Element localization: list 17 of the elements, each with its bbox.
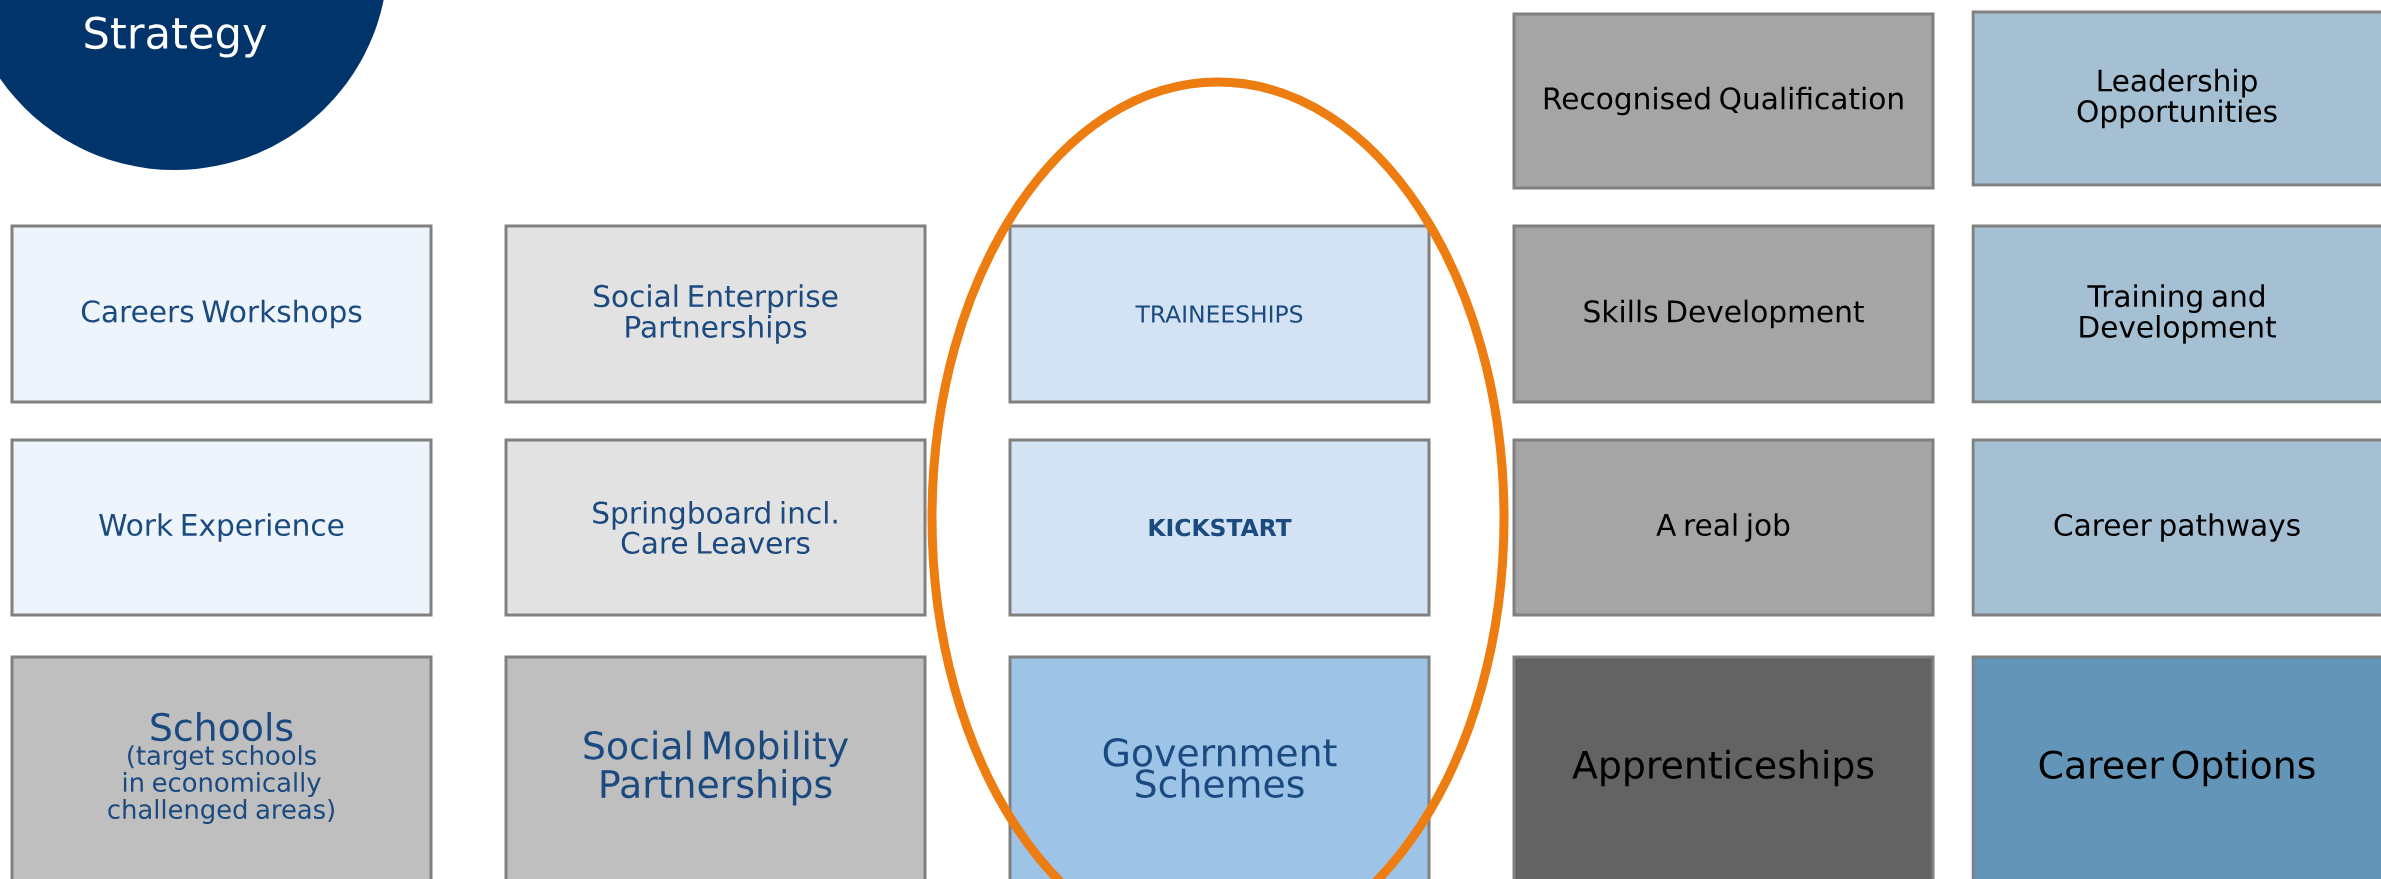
item-box: Skills Development (1512, 224, 1935, 404)
category-box: Career Options (1971, 655, 2381, 879)
category-box: Apprenticeships (1512, 655, 1935, 879)
item-box: Career pathways (1971, 438, 2381, 617)
item-box: Training and Development (1971, 224, 2381, 404)
item-box: Springboard incl. Care Leavers (504, 438, 927, 617)
item-box: Recognised Qualification (1512, 12, 1935, 190)
item-box: Leadership Opportunities (1971, 10, 2381, 187)
category-box: Schools (target schools in economically challenged areas) (10, 655, 433, 879)
item-box: TRAINEESHIPS (1008, 224, 1431, 404)
item-box: KICKSTART (1008, 438, 1431, 617)
item-box: Social Enterprise Partnerships (504, 224, 927, 404)
item-box: Work Experience (10, 438, 433, 617)
category-box: Government Schemes (1008, 655, 1431, 879)
category-box: Social Mobility Partnerships (504, 655, 927, 879)
item-box: Careers Workshops (10, 224, 433, 404)
item-box: A real job (1512, 438, 1935, 617)
